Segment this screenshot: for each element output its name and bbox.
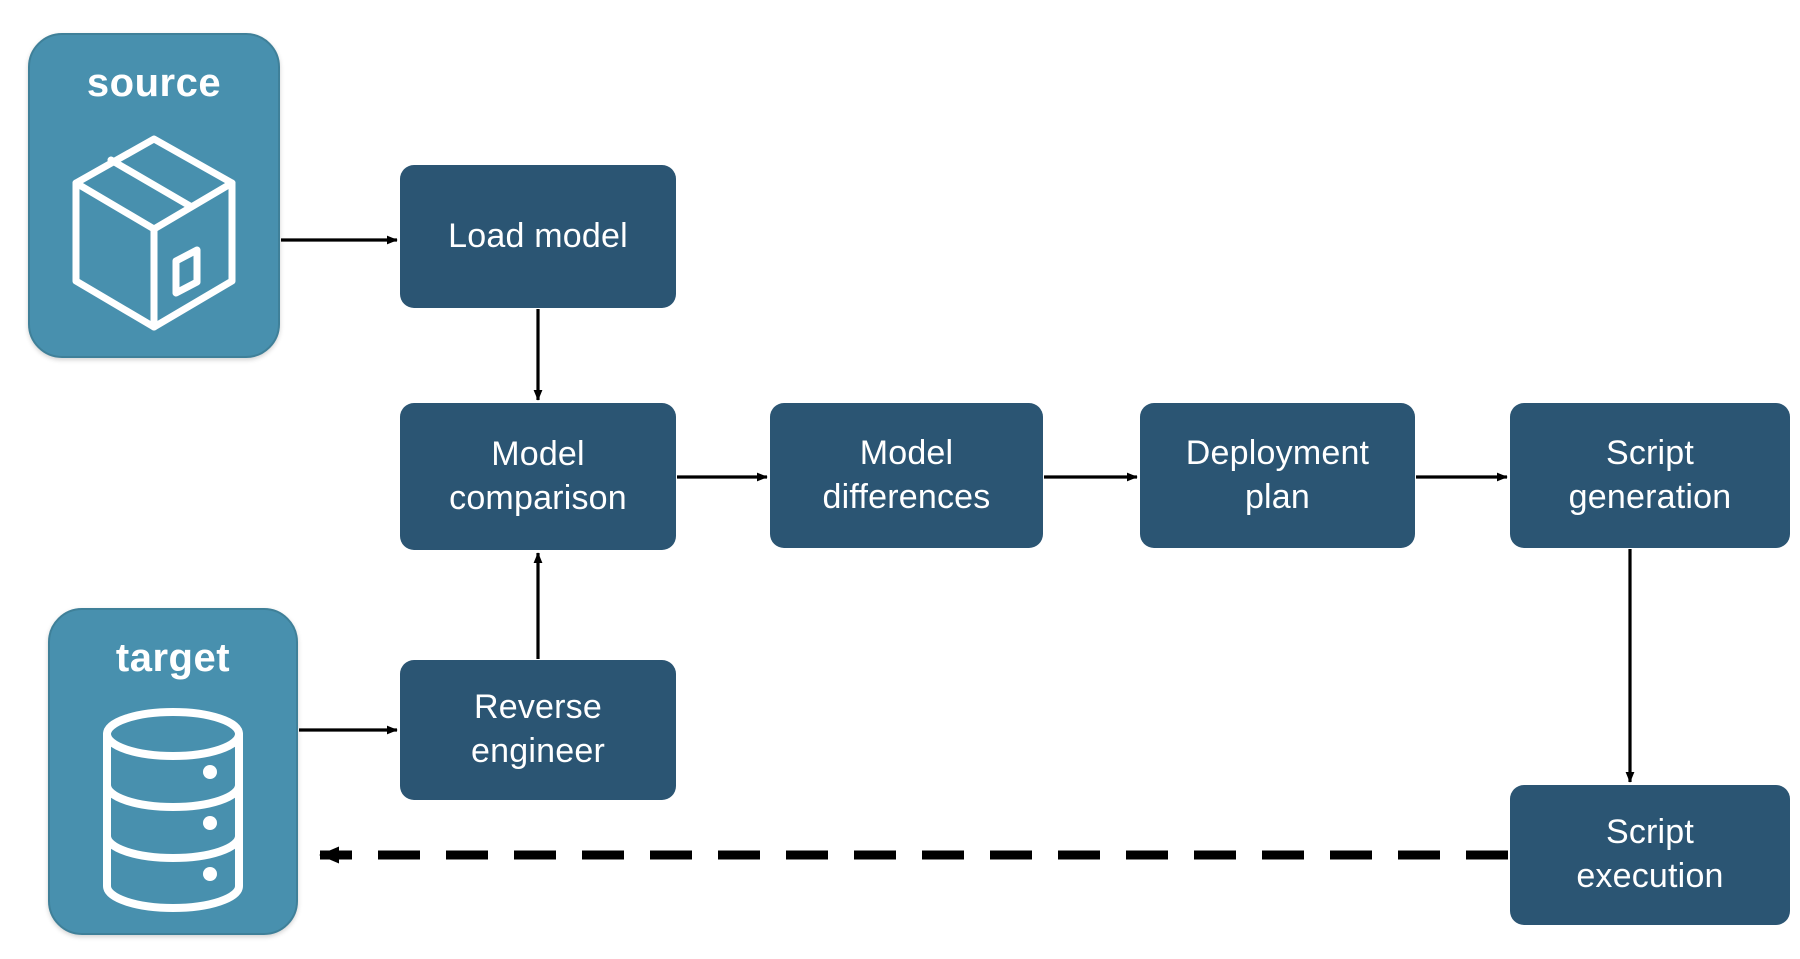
node-model-comparison-label: Model comparison bbox=[449, 434, 627, 517]
node-source[interactable]: source bbox=[28, 33, 280, 358]
node-script-execution-label: Script execution bbox=[1576, 813, 1724, 895]
node-reverse-engineer[interactable]: Reverse engineer bbox=[400, 660, 676, 800]
node-deployment-plan-label: Deployment plan bbox=[1185, 433, 1370, 516]
node-script-execution[interactable]: Script execution bbox=[1510, 785, 1790, 925]
node-target-label: target bbox=[115, 636, 231, 680]
node-reverse-engineer-label: Reverse engineer bbox=[471, 688, 605, 770]
node-model-differences[interactable]: Model differences bbox=[770, 403, 1043, 548]
node-target[interactable]: target bbox=[48, 608, 298, 935]
node-model-comparison[interactable]: Model comparison bbox=[400, 403, 676, 550]
database-cylinder-icon bbox=[50, 687, 296, 933]
node-load-model-label: Load model bbox=[448, 216, 628, 255]
node-deployment-plan[interactable]: Deployment plan bbox=[1140, 403, 1415, 548]
node-script-generation-label: Script generation bbox=[1568, 433, 1732, 516]
package-box-icon bbox=[30, 112, 278, 356]
node-model-differences-label: Model differences bbox=[822, 433, 991, 516]
node-source-label: source bbox=[86, 61, 222, 105]
node-load-model[interactable]: Load model bbox=[400, 165, 676, 308]
node-script-generation[interactable]: Script generation bbox=[1510, 403, 1790, 548]
